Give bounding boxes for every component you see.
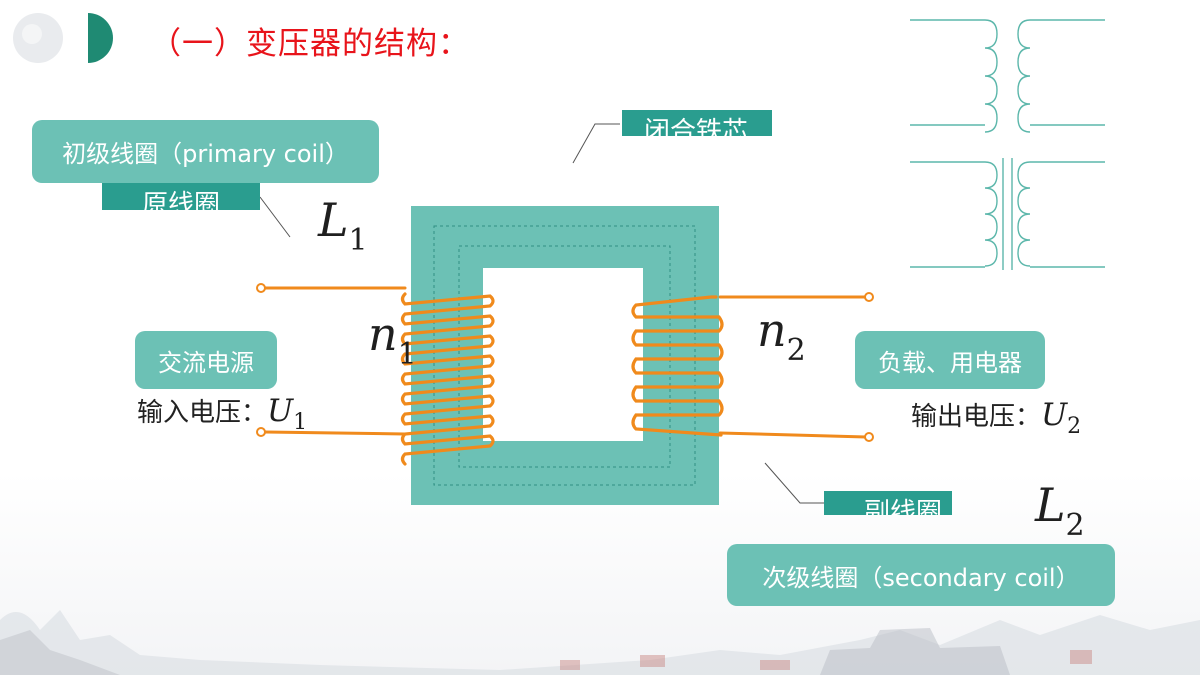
input-terminal-top bbox=[256, 283, 266, 293]
primary-coil-label: 初级线圈（primary coil） bbox=[32, 120, 379, 183]
primary-coil bbox=[400, 292, 495, 466]
output-wire-bottom bbox=[718, 431, 868, 439]
closed-core-label: 闭合铁芯 bbox=[622, 110, 772, 136]
title-decoration-icon bbox=[13, 13, 113, 63]
output-terminal-bottom bbox=[864, 432, 874, 442]
output-terminal-top bbox=[864, 292, 874, 302]
secondary-coil-label: 次级线圈（secondary coil） bbox=[727, 544, 1115, 606]
primary-chinese-label: 原线圈 bbox=[102, 183, 260, 210]
primary-leader-line bbox=[259, 196, 291, 238]
secondary-coil bbox=[631, 295, 724, 437]
slide-title: （一）变压器的结构： bbox=[150, 26, 470, 62]
secondary-chinese-label: 副线圈 bbox=[824, 491, 952, 515]
inductance-l2: L2 bbox=[1035, 478, 1085, 543]
output-voltage-label: 输出电压：U2 bbox=[911, 397, 1082, 439]
turns-n2: n2 bbox=[757, 303, 806, 368]
input-voltage-label: 输入电压：U1 bbox=[137, 393, 308, 435]
secondary-leader-line bbox=[764, 462, 826, 504]
load-label: 负载、用电器 bbox=[855, 331, 1045, 389]
input-terminal-bottom bbox=[256, 427, 266, 437]
transformer-symbol-icons bbox=[910, 19, 1105, 270]
input-wire-bottom bbox=[263, 430, 407, 436]
ac-source-label: 交流电源 bbox=[135, 331, 277, 389]
core-leader-line bbox=[572, 123, 620, 164]
iron-core bbox=[411, 206, 719, 505]
turns-n1: n1 bbox=[368, 307, 417, 372]
core-lamination-outer bbox=[433, 225, 696, 486]
decorative-landscape bbox=[0, 610, 1200, 675]
inductance-l1: L1 bbox=[318, 193, 368, 258]
